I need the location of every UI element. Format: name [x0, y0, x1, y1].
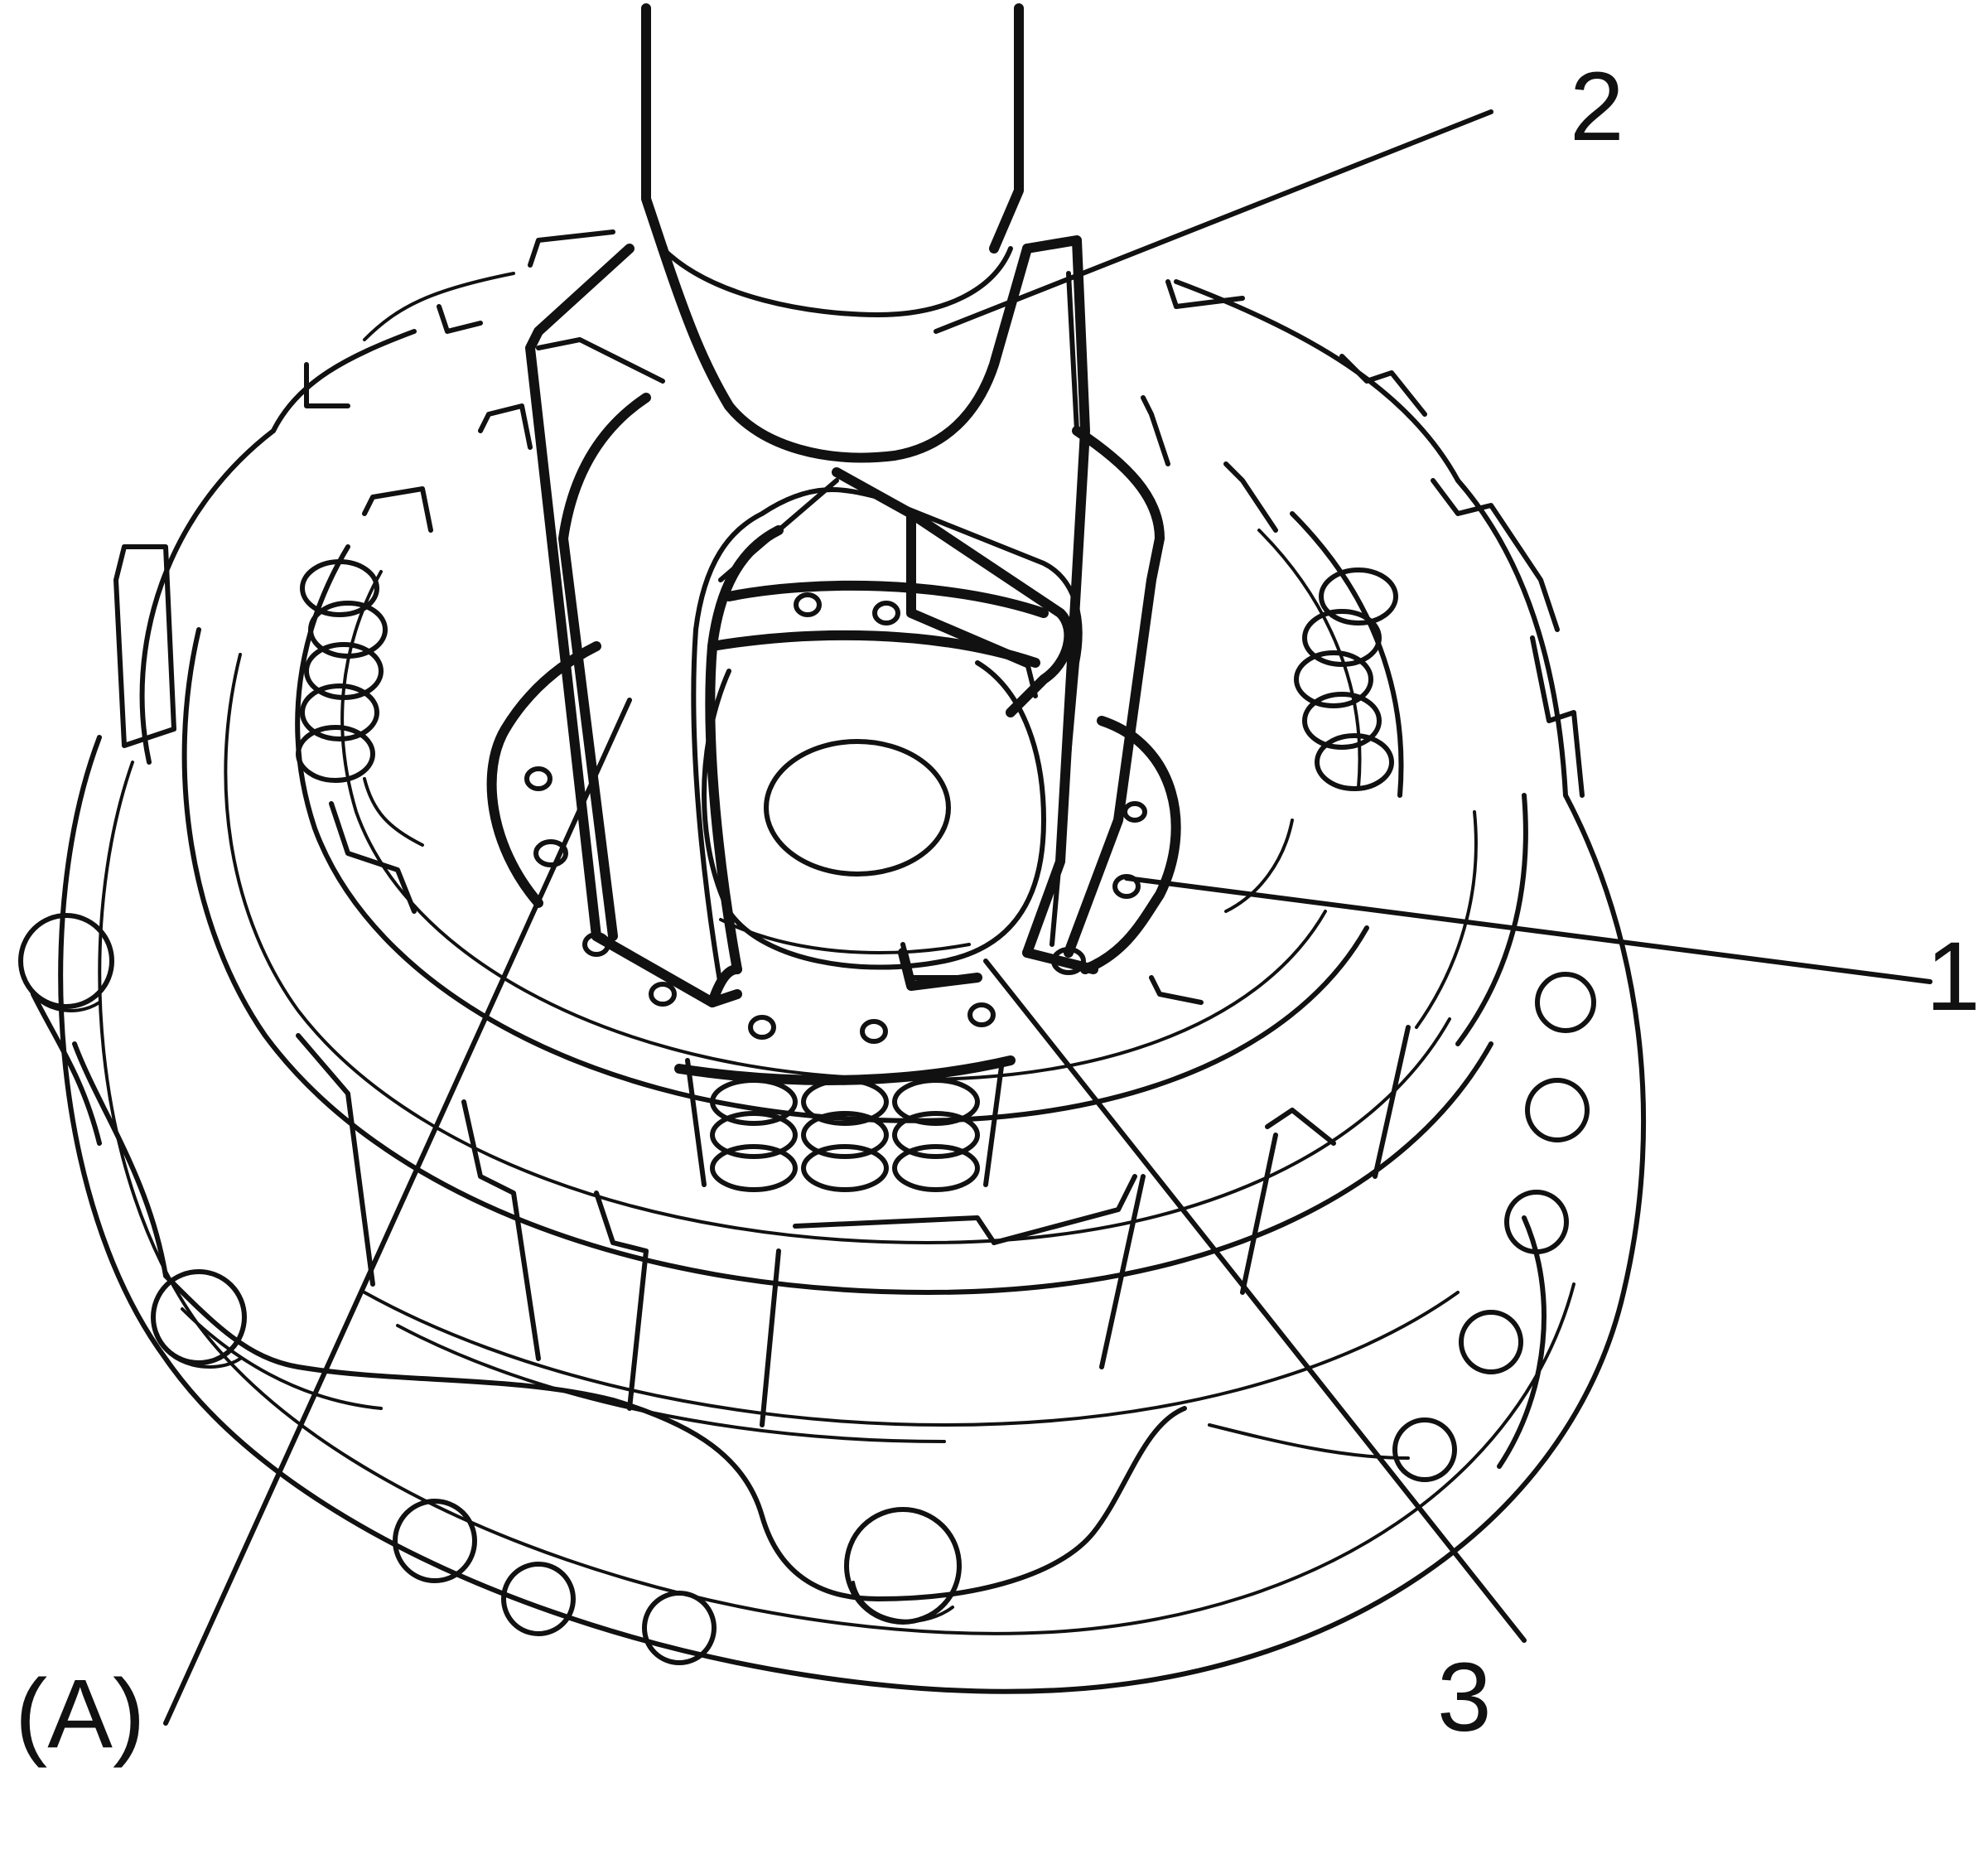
leader-line-1 [1124, 876, 1933, 984]
leader-lines [163, 109, 1933, 1726]
clutch-housing [58, 229, 1647, 1694]
spring-compressor-tool [525, 3, 1165, 1007]
bolt-holes [18, 913, 1596, 1665]
leader-line-2 [934, 109, 1493, 334]
callout-label-3: 3 [1437, 1643, 1492, 1752]
leader-line-a [163, 698, 632, 1726]
leader-line-3 [983, 959, 1527, 1643]
inner-rings [181, 511, 1528, 1295]
return-springs [296, 559, 1398, 1192]
inner-wall-tabs [329, 395, 1294, 1005]
callout-label-a: (A) [15, 1659, 146, 1769]
callout-label-1: 1 [1926, 922, 1981, 1031]
callout-label-2: 2 [1570, 52, 1624, 162]
drum-segments [31, 992, 1546, 1601]
